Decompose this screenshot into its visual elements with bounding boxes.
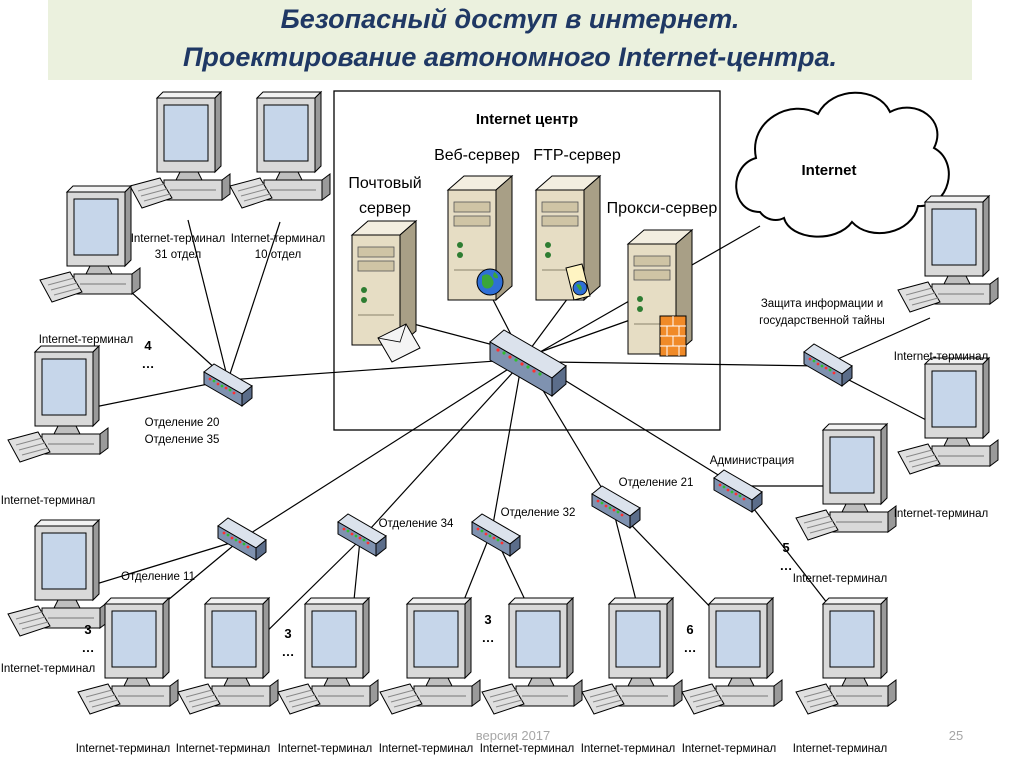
title-banner: Безопасный доступ в интернет. Проектиров… <box>48 0 972 80</box>
mail-server-label-2: сервер <box>359 200 411 217</box>
terminal-bottom-4-label: Internet-терминал <box>379 743 474 755</box>
switch-protection <box>803 343 853 387</box>
terminal-bottom-5 <box>481 597 583 715</box>
terminal-bottom-7 <box>681 597 783 715</box>
web-server <box>447 175 513 301</box>
center-switch <box>489 329 567 398</box>
terminal-admin-label: Internet-терминал <box>793 573 888 585</box>
terminal-left-upper-label: Internet-терминал <box>39 334 134 346</box>
terminal-bottom-7-label: Internet-терминал <box>682 743 777 755</box>
terminal-10-label-2: 10 отдел <box>255 249 301 261</box>
protection-label-1: Защита информации и <box>761 298 883 310</box>
terminal-left-lower-label: Internet-терминал <box>1 663 96 675</box>
terminal-10-label-1: Internet-терминал <box>231 233 326 245</box>
internet-label: Internet <box>801 162 856 179</box>
branch-otd20-label-2: Отделение 35 <box>145 434 220 446</box>
branch-otd20-label-1: Отделение 20 <box>145 417 220 429</box>
terminal-31 <box>129 91 231 209</box>
branch-otd32-label: Отделение 32 <box>501 507 576 519</box>
title-line-2: Проектирование автономного Internet-цент… <box>182 42 838 72</box>
internet-cloud <box>735 91 950 238</box>
ellipsis-3-middle: … <box>282 644 295 659</box>
ftp-server-label: FTP-сервер <box>533 147 621 164</box>
count-5: 5 <box>782 540 789 555</box>
ellipsis-3-right: … <box>482 630 495 645</box>
bottom-terminal-labels: Internet-терминал Internet-терминал Inte… <box>76 743 888 755</box>
ellipsis-3-left: … <box>82 640 95 655</box>
branch-admin-label: Администрация <box>710 455 795 467</box>
version-footer: версия 2017 <box>476 728 551 743</box>
title-line-1: Безопасный доступ в интернет. <box>280 4 740 34</box>
terminal-bottom-4 <box>379 597 481 715</box>
branch-otd34-label: Отделение 34 <box>379 518 454 530</box>
terminal-bottom-8-label: Internet-терминал <box>793 743 888 755</box>
internet-center-box <box>333 90 721 431</box>
terminal-bottom-5-label: Internet-терминал <box>480 743 575 755</box>
terminal-bottom-2-label: Internet-терминал <box>176 743 271 755</box>
protection-label-2: государственной тайны <box>759 315 885 327</box>
count-6: 6 <box>686 622 693 637</box>
terminal-left-lower <box>7 519 109 637</box>
ellipsis-5: … <box>780 558 793 573</box>
switch-admin <box>713 469 763 513</box>
terminal-bottom-1-label: Internet-терминал <box>76 743 171 755</box>
count-3-left: 3 <box>84 622 91 637</box>
terminal-left-middle-label: Internet-терминал <box>1 495 96 507</box>
terminal-bottom-6-label: Internet-терминал <box>581 743 676 755</box>
branch-otd11-label: Отделение 11 <box>121 571 195 583</box>
terminal-31-label-1: Internet-терминал <box>131 233 226 245</box>
terminal-bottom-6 <box>581 597 683 715</box>
proxy-server <box>627 229 693 357</box>
count-4: 4 <box>144 338 152 353</box>
web-server-label: Веб-сервер <box>434 147 520 164</box>
count-3-right: 3 <box>484 612 491 627</box>
terminal-admin-lower <box>795 597 897 715</box>
proxy-server-label: Прокси-сервер <box>607 200 718 217</box>
branch-otd21-label: Отделение 21 <box>619 477 694 489</box>
ftp-server <box>535 175 601 301</box>
switch-otd32 <box>471 513 521 557</box>
terminal-left-upper <box>39 185 141 303</box>
terminal-bottom-3-label: Internet-терминал <box>278 743 373 755</box>
internet-center-label: Internet центр <box>476 111 578 128</box>
switch-otd20 <box>203 363 253 407</box>
terminal-10 <box>229 91 331 209</box>
mail-server-label-1: Почтовый <box>348 175 421 192</box>
ellipsis-4: … <box>142 356 155 371</box>
terminal-left-middle <box>7 345 109 463</box>
page-number: 25 <box>949 728 963 743</box>
terminal-right-upper-label: Internet-терминал <box>894 351 989 363</box>
terminal-bottom-2 <box>177 597 279 715</box>
mail-server <box>351 220 421 363</box>
terminal-admin-upper <box>795 423 897 541</box>
terminal-31-label-2: 31 отдел <box>155 249 201 261</box>
terminal-right-middle <box>897 357 999 475</box>
count-3-middle: 3 <box>284 626 291 641</box>
ellipsis-6: … <box>684 640 697 655</box>
switch-otd11 <box>217 517 267 561</box>
terminal-right-middle-label: Internet-терминал <box>894 508 989 520</box>
